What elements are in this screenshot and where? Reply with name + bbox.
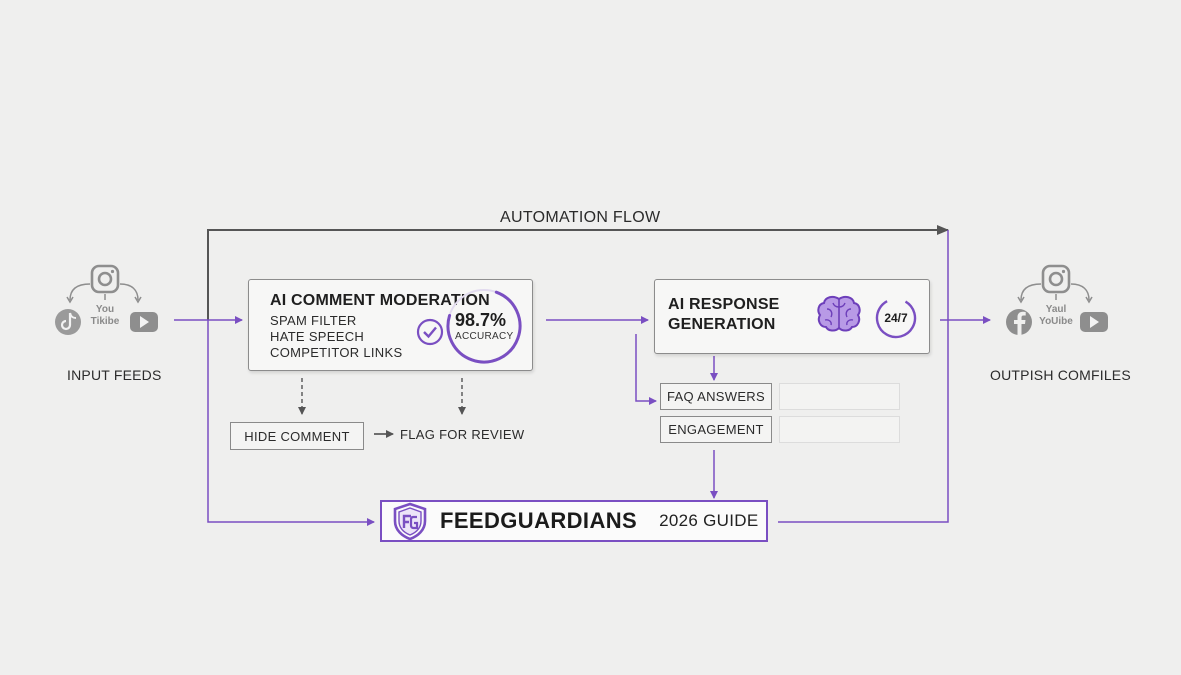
input-feeds-label: INPUT FEEDS	[67, 367, 162, 383]
brand-name: FEEDGUARDIANS	[440, 508, 638, 533]
accuracy-ring	[446, 288, 522, 364]
moderation-item-spam: SPAM FILTER	[270, 313, 357, 328]
engagement-blank	[779, 416, 900, 443]
moderation-panel: AI COMMENT MODERATION SPAM FILTER HATE S…	[248, 279, 533, 371]
response-title-line2: GENERATION	[668, 316, 776, 333]
output-label: OUTPISH COMFILES	[990, 367, 1131, 383]
instagram-icon	[90, 264, 120, 294]
faq-answers-output: FAQ ANSWERS	[660, 383, 772, 410]
response-title-line1: AI RESPONSE	[668, 296, 780, 313]
output-youtube-text-top: Yaul	[1045, 304, 1067, 315]
automation-flow-line	[207, 225, 949, 320]
youtube-icon	[130, 312, 158, 332]
availability-ring	[875, 297, 917, 339]
moderation-title: AI COMMENT MODERATION	[270, 292, 490, 309]
input-youtube-text-bottom: Tikibe	[90, 316, 120, 327]
brand-banner: FEEDGUARDIANS 2026 GUIDE	[380, 500, 768, 542]
engagement-output: ENGAGEMENT	[660, 416, 772, 443]
accuracy-value: 98.7%	[455, 310, 507, 330]
brand-subtitle: 2026 GUIDE	[659, 511, 759, 530]
hide-comment-action: HIDE COMMENT	[230, 422, 364, 450]
brain-icon	[817, 295, 861, 332]
shield-logo-icon	[393, 502, 427, 541]
output-youtube-text-bottom: YoUibe	[1039, 316, 1073, 327]
availability-text: 24/7	[884, 311, 908, 325]
input-feeds-cluster: You Tikibe	[50, 262, 170, 342]
input-youtube-text-top: You	[95, 304, 115, 315]
response-panel: AI RESPONSE GENERATION 24/7	[654, 279, 930, 354]
brand-to-output-line	[778, 230, 949, 523]
tiktok-icon	[55, 309, 81, 335]
moderation-item-hate: HATE SPEECH	[270, 329, 365, 344]
instagram-icon	[1041, 264, 1071, 294]
automation-flow-title: AUTOMATION FLOW	[500, 209, 661, 226]
accuracy-label: ACCURACY	[455, 331, 514, 342]
facebook-icon	[1006, 309, 1032, 335]
faq-answers-blank	[779, 383, 900, 410]
output-cluster: Yaul YoUibe	[1000, 262, 1120, 342]
youtube-icon	[1080, 312, 1108, 332]
flag-for-review-action: FLAG FOR REVIEW	[400, 427, 525, 442]
branch-to-faq-arrow	[635, 334, 657, 405]
input-to-brand-line	[207, 320, 375, 526]
input-icons-graphic	[55, 264, 158, 335]
check-circle-icon	[416, 318, 444, 346]
output-icons-graphic	[1006, 264, 1108, 335]
moderation-item-competitor: COMPETITOR LINKS	[270, 345, 403, 360]
